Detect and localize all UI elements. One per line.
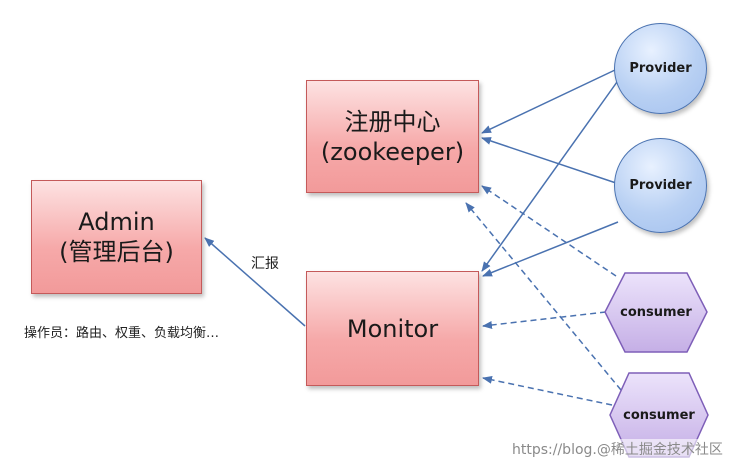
arrow-consumer2-to-registry [465,202,622,391]
arrow-monitor-to-admin [204,237,306,327]
arrow-provider2-to-monitor [482,221,619,277]
arrow-consumer2-to-monitor [482,375,613,406]
arrow-consumer1-to-registry [481,185,617,277]
provider-label: Provider [629,178,692,193]
arrow-provider1-to-monitor [481,81,618,272]
monitor-node: Monitor [306,271,479,386]
registry-node: 注册中心 (zookeeper) [306,80,479,193]
consumer-label: consumer [623,407,695,423]
hexagon-shape [604,272,708,353]
report-label: 汇报 [251,256,279,272]
admin-node: Admin (管理后台) [31,180,202,294]
arrow-consumer1-to-monitor [482,311,607,329]
provider-label: Provider [629,61,692,76]
admin-subtitle: (管理后台) [59,238,174,266]
arrow-provider1-to-registry [481,69,616,134]
provider-node: Provider [614,138,707,233]
watermark: https://blog.@稀土掘金技术社区 [512,439,723,459]
admin-title: Admin [78,208,155,236]
monitor-title: Monitor [346,314,439,343]
registry-title: 注册中心 [344,107,441,136]
operator-note: 操作员：路由、权重、负载均衡… [24,326,220,341]
consumer-label: consumer [620,305,692,320]
consumer-node: consumer [608,371,710,459]
registry-subtitle: (zookeeper) [320,137,465,166]
consumer-node: consumer [603,271,709,354]
provider-node: Provider [614,23,707,114]
arrow-provider2-to-registry [481,137,617,184]
